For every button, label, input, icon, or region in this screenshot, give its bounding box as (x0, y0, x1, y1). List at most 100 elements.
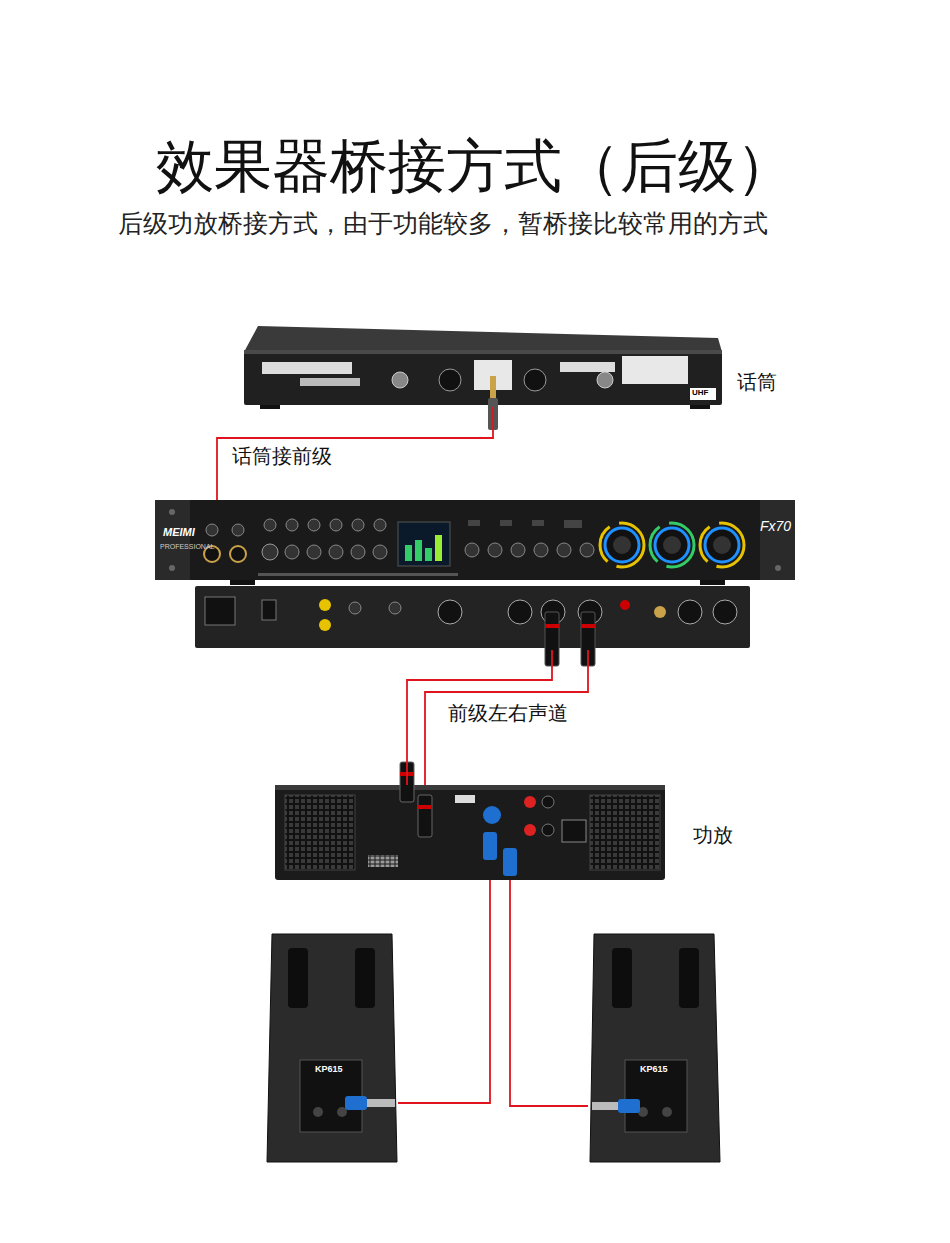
binding-post (542, 824, 554, 836)
knob (264, 519, 276, 531)
subtitle-caption: 后级功放桥接方式，由于功能较多，暂桥接比较常用的方式 (118, 208, 768, 238)
device-foot (260, 405, 280, 409)
plate-socket (662, 1107, 672, 1117)
knob (206, 524, 218, 536)
receiver-sticker (560, 362, 615, 372)
device-label: MEIMI (163, 526, 195, 539)
mount-hole (775, 565, 781, 571)
knob (262, 544, 278, 560)
knob (557, 543, 571, 557)
binding-post (542, 796, 554, 808)
device-label: 话筒 (737, 370, 777, 394)
level-bar (435, 535, 442, 561)
speakon-plug-body (592, 1102, 618, 1110)
xlr-socket (713, 600, 737, 624)
speakon-plug (503, 848, 517, 876)
amplifier-rear (275, 785, 665, 880)
device-model: Fx70 (760, 518, 791, 535)
device-node: KP615 (265, 930, 398, 1165)
big-knob (655, 528, 689, 562)
input-plate (625, 1060, 687, 1132)
signal-cable (510, 880, 588, 1106)
big-knob-cap (713, 536, 731, 554)
rca-socket (319, 599, 331, 611)
level-bar (425, 548, 432, 561)
device-node: 功放 (275, 785, 745, 880)
knob (374, 519, 386, 531)
knob (373, 545, 387, 559)
speakon-socket (483, 806, 501, 824)
amp-sticker (455, 795, 475, 803)
antenna-socket (597, 372, 613, 388)
xlr-socket (524, 369, 546, 391)
panel-stripe (258, 573, 458, 576)
rack-ear (760, 500, 795, 580)
knob (330, 519, 342, 531)
device-node: KP615 (588, 930, 722, 1165)
display-screen (398, 522, 450, 566)
knob (232, 524, 244, 536)
receiver-sticker (262, 362, 352, 374)
signal-cable (217, 407, 493, 500)
jack-socket (654, 606, 666, 618)
speakon-plug (483, 832, 497, 860)
jack-plug (490, 376, 496, 400)
power-socket (562, 820, 586, 842)
bass-port (355, 948, 375, 1008)
xlr-plug-ring (418, 805, 432, 809)
button (532, 520, 544, 526)
xlr-plug-ring (581, 624, 595, 628)
knob (389, 602, 401, 614)
knob (286, 519, 298, 531)
knob (308, 519, 320, 531)
bass-port (288, 948, 308, 1008)
indicator-grid (368, 855, 398, 867)
power-socket (205, 597, 235, 625)
rack-ear (155, 500, 190, 580)
xlr-plug (418, 795, 432, 837)
knob (307, 545, 321, 559)
knob (349, 602, 361, 614)
knob (352, 519, 364, 531)
big-knob (705, 528, 739, 562)
binding-post (524, 796, 536, 808)
fan-grill (590, 795, 660, 870)
knob (329, 545, 343, 559)
speakon-plug (345, 1096, 367, 1110)
button (468, 520, 480, 526)
level-bar (405, 545, 412, 561)
bass-port (679, 948, 699, 1008)
device-label: 功放 (693, 823, 733, 847)
level-ring (650, 523, 694, 567)
receiver-sticker (300, 378, 360, 386)
antenna-socket (392, 372, 408, 388)
speaker-cabinet (590, 934, 720, 1162)
usb-port (564, 520, 582, 528)
xlr-plug-ring (545, 624, 559, 628)
bass-port (612, 948, 632, 1008)
knob (534, 543, 548, 557)
plate-socket (313, 1107, 323, 1117)
receiver-top (244, 326, 722, 352)
diagram-title: 效果器桥接方式（后级） (0, 132, 950, 202)
binding-post (524, 824, 536, 836)
device-label: KP615 (640, 1064, 668, 1075)
level-ring (600, 523, 644, 567)
cable-label: 话筒接前级 (230, 444, 334, 469)
panel-print: PROFESSIONAL (160, 543, 214, 551)
mount-hole (169, 509, 175, 515)
panel-print: UHF (692, 388, 708, 398)
device-foot (700, 580, 725, 585)
knob (511, 543, 525, 557)
device-label: KP615 (315, 1064, 343, 1075)
knob (285, 545, 299, 559)
device-foot (230, 580, 255, 585)
level-bar (415, 540, 422, 561)
rca-socket (319, 619, 331, 631)
knob (488, 543, 502, 557)
xlr-plug (581, 612, 595, 666)
jack-plug-body (488, 398, 498, 430)
amplifier-edge (275, 785, 665, 790)
receiver-sticker (622, 356, 688, 384)
device-node: MEIMI Fx70 (155, 500, 795, 650)
